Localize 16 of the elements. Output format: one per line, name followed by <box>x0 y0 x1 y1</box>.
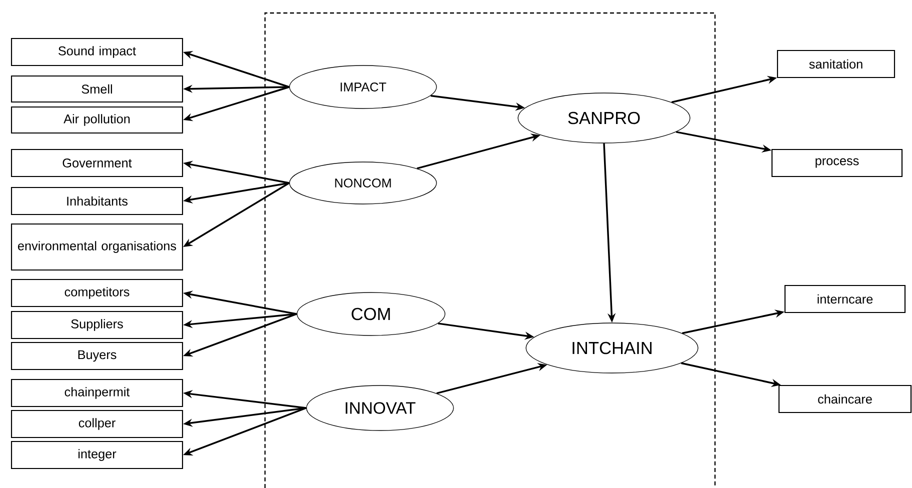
label-box: Smell <box>10 75 184 103</box>
label-box: interncare <box>784 284 906 314</box>
label-box: collper <box>10 410 184 438</box>
label-box: Air pollution <box>10 106 184 134</box>
label-box: Sound impact <box>10 38 184 66</box>
label-box: chainpermit <box>10 378 184 408</box>
label-box: competitors <box>10 278 184 308</box>
label-box: chaincare <box>778 384 912 414</box>
label-box: environmental organisations <box>10 223 184 271</box>
label-box: process <box>771 148 903 178</box>
label-box: Government <box>10 148 184 178</box>
label-box: Inhabitants <box>10 186 184 216</box>
label-box: sanitation <box>776 50 896 78</box>
label-box: Suppliers <box>10 310 184 340</box>
label-box: Buyers <box>10 342 184 370</box>
label-box: integer <box>10 440 184 470</box>
